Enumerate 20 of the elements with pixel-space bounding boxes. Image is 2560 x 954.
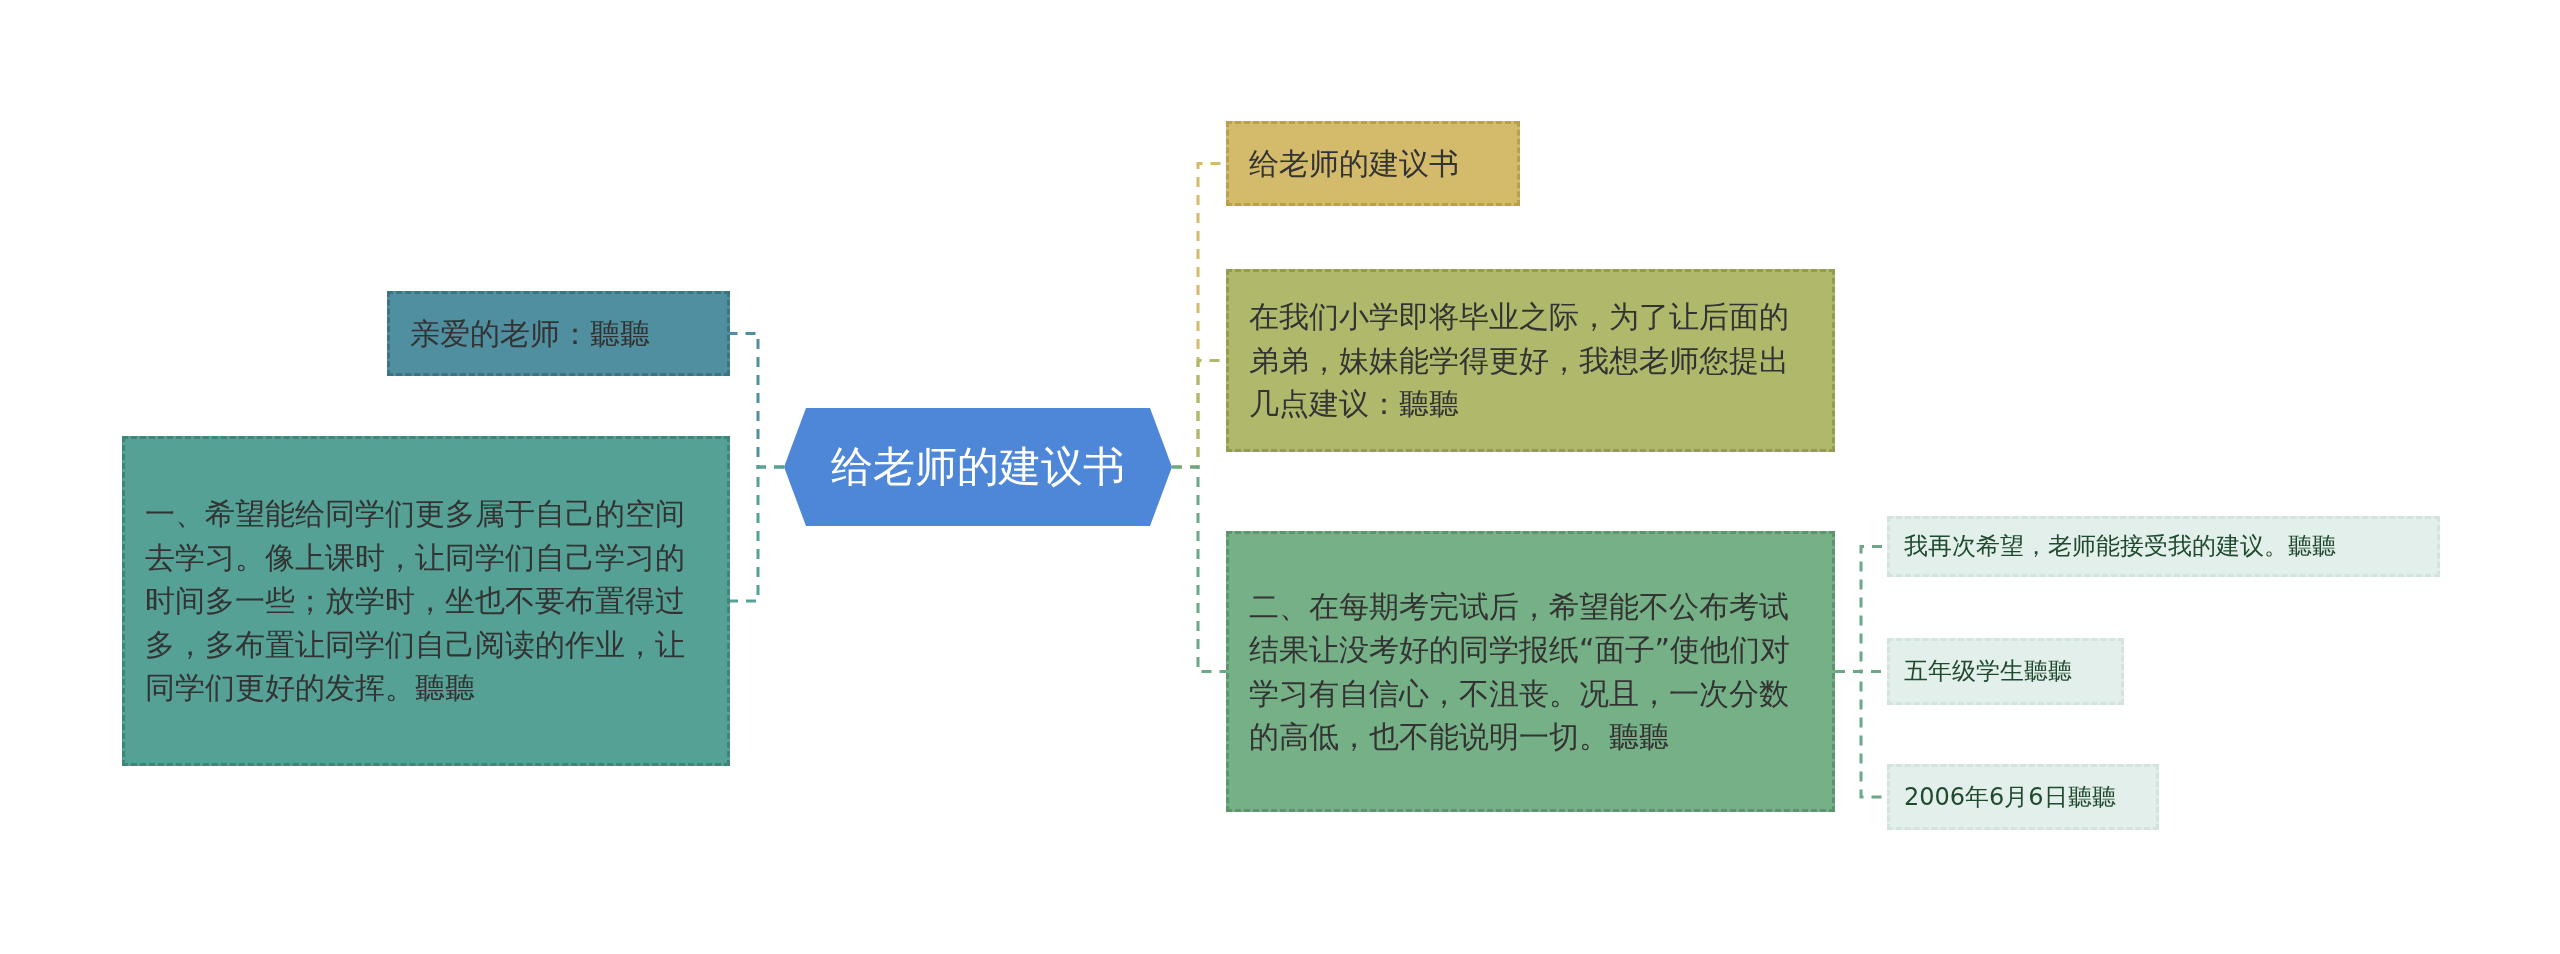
topic-text: 五年级学生聽聽 bbox=[1904, 656, 2072, 688]
topic-box bbox=[1226, 269, 1835, 452]
topic-box bbox=[1226, 531, 1835, 812]
topic-box bbox=[122, 436, 730, 766]
topic-text: 我再次希望，老师能接受我的建议。聽聽 bbox=[1904, 531, 2336, 563]
topic-box bbox=[1226, 121, 1520, 206]
topic-box bbox=[387, 291, 730, 376]
topic-text: 一、希望能给同学们更多属于自己的空间去学习。像上课时，让同学们自己学习的时间多一些；放学时，坐也不要布置得过多，多布置让同学们自己阅读的作业，让同学们更好的发挥。聽聽 bbox=[145, 495, 686, 708]
connector-line bbox=[730, 465, 784, 603]
topic-text: 二、在每期考完试后，希望能不公布考试结果让没考好的同学报纸“面子”使他们对学习有自信心，不沮丧。况且，一次分数的高低，也不能说明一切。聽聽 bbox=[1249, 587, 1792, 756]
topic-text: 给老师的建议书 bbox=[1249, 144, 1459, 183]
leaf-topic-box bbox=[1887, 764, 2159, 830]
topic-text: 2006年6月6日聽聽 bbox=[1904, 781, 2116, 813]
topic-text: 亲爱的老师：聽聽 bbox=[410, 314, 650, 353]
central-topic-hexagon bbox=[784, 408, 1172, 526]
leaf-topic-box bbox=[1887, 516, 2440, 577]
leaf-topic-box bbox=[1887, 638, 2124, 705]
central-topic-text: 给老师的建议书 bbox=[831, 440, 1125, 493]
connector-line bbox=[1172, 465, 1226, 673]
topic-text: 在我们小学即将毕业之际，为了让后面的弟弟，妹妹能学得更好，我想老师您提出几点建议：聽聽 bbox=[1249, 298, 1790, 424]
